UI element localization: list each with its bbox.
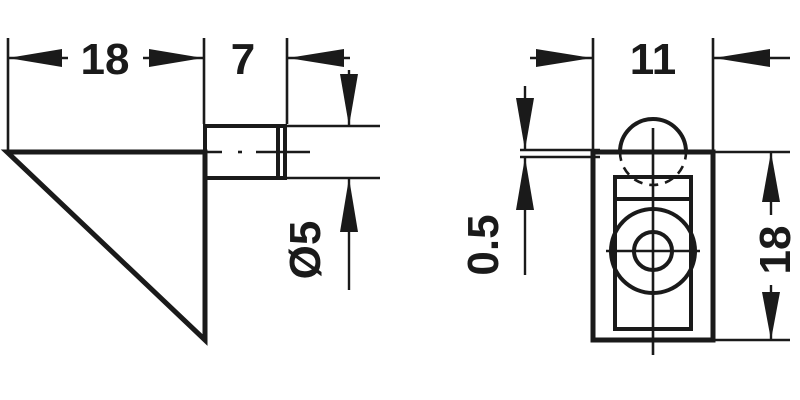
dimension-label-11-top: 11: [630, 35, 677, 84]
side-view-group: 18 7 Ø5: [0, 35, 380, 346]
dim-dia5-arrow-bottom: [340, 178, 358, 232]
dim-11-arrow-right: [714, 49, 770, 67]
dimension-label-dia5: Ø5: [281, 221, 330, 280]
dim-7-arrow-right: [288, 49, 344, 67]
dimension-dia5: Ø5: [281, 70, 380, 290]
dimension-label-05: 0.5: [459, 214, 508, 275]
bracket-triangle-outline: [0, 149, 208, 346]
dimension-label-18-top: 18: [81, 35, 130, 84]
dim-05-arrow-bottom: [516, 157, 534, 210]
bracket-triangle: [0, 149, 208, 346]
dimension-label-18-right: 18: [751, 226, 800, 275]
dimension-05-left: 0.5: [459, 86, 600, 276]
dimension-11-top: 11: [530, 35, 790, 84]
dimension-18-top: 18: [8, 35, 203, 84]
dim-11-arrow-left: [536, 49, 592, 67]
front-view-group: 11 0.5 18: [459, 35, 800, 355]
dim-18-arrow-right: [149, 49, 203, 67]
dim-18r-arrow-bottom: [762, 292, 780, 340]
dim-dia5-arrow-top: [340, 74, 358, 126]
dimension-18-right: 18: [712, 150, 800, 342]
dim-05-arrow-top: [516, 98, 534, 150]
dim-18r-arrow-top: [762, 152, 780, 202]
dimension-label-7-top: 7: [231, 35, 255, 84]
dimension-7-top: 7: [231, 35, 350, 84]
dome-arc: [618, 117, 688, 153]
dim-18-arrow-left: [8, 49, 62, 67]
